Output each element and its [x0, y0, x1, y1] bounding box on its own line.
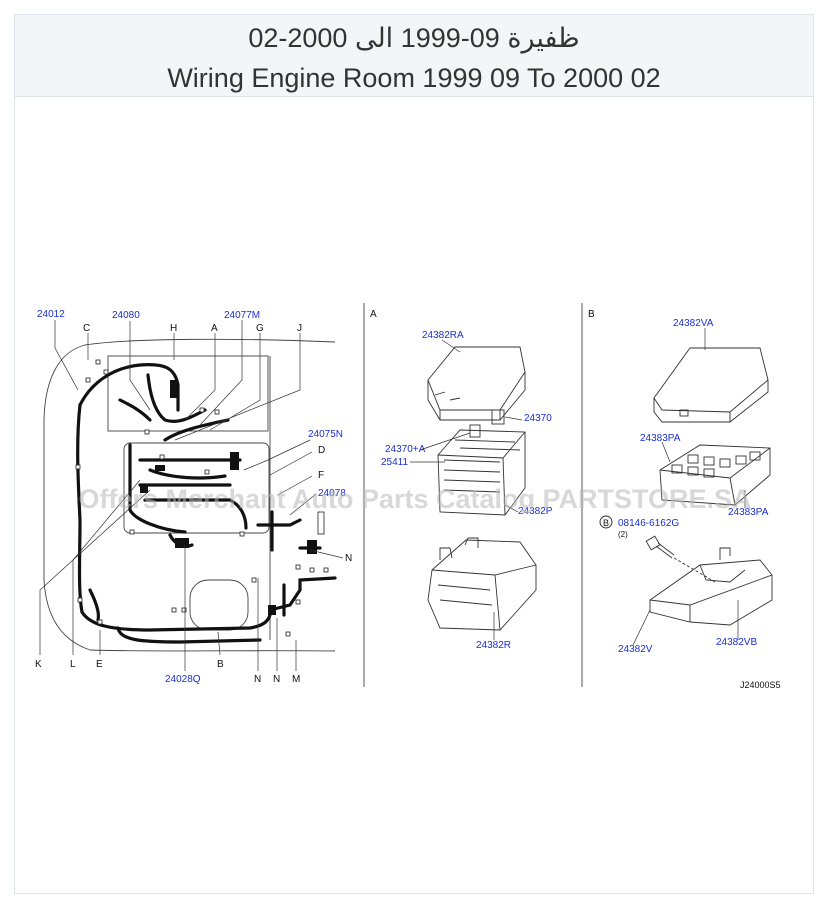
fuse-box-a-bracket: [427, 537, 537, 631]
label-24078: 24078: [318, 488, 346, 499]
label-24382va: 24382VA: [673, 318, 714, 329]
letter-d: D: [318, 445, 325, 456]
label-24382vb: 24382VB: [716, 637, 757, 648]
letter-a: A: [211, 323, 218, 334]
label-24382r: 24382R: [476, 640, 511, 651]
label-25411: 25411: [381, 457, 409, 468]
relay-box-b-labels: 24382VA 24383PA 24383PA 08146-6162G (2) …: [618, 318, 769, 655]
letter-h: H: [170, 323, 177, 334]
letter-m: M: [292, 674, 300, 685]
label-24370a: 24370+A: [385, 444, 426, 455]
harness-labels: 24012 24080 24077M 24075N 24078 24028Q C…: [35, 309, 352, 685]
label-24382v: 24382V: [618, 644, 653, 655]
fuse-box-a-relay: [469, 409, 505, 438]
connector-pins: [75, 359, 329, 637]
diagram-code: J24000S5: [740, 680, 781, 690]
label-08146-6162g: 08146-6162G: [618, 518, 679, 529]
section-a-letter: A: [370, 309, 377, 320]
label-24012: 24012: [37, 309, 65, 320]
letter-j: J: [297, 323, 302, 334]
letter-b: B: [217, 659, 224, 670]
leader-lines-b: [632, 328, 746, 646]
title-english: Wiring Engine Room 1999 09 To 2000 02: [167, 63, 661, 93]
relay-box-b-bracket: [649, 547, 773, 626]
label-24383pa-top: 24383PA: [640, 433, 681, 444]
page-header: ظفيرة 09-1999 الى 2000-02 Wiring Engine …: [15, 15, 813, 97]
section-b-letter: B: [588, 309, 595, 320]
leader-lines-harness: [39, 320, 344, 671]
letter-n-2: N: [273, 674, 280, 685]
fuse-box-a-labels: 24382RA 24370 24370+A 25411 24382P 24382…: [381, 330, 553, 651]
fuse-box-a-body: [437, 429, 526, 516]
relay-box-b-cover: [653, 347, 769, 423]
letter-n-right: N: [345, 553, 352, 564]
label-24382p: 24382P: [518, 506, 553, 517]
label-24080: 24080: [112, 310, 140, 321]
letter-k: K: [35, 659, 42, 670]
connector-blocks: [140, 380, 317, 615]
diagram-card: ظفيرة 09-1999 الى 2000-02 Wiring Engine …: [14, 14, 814, 894]
label-qty-2: (2): [618, 530, 628, 539]
relay-box-b-block: [659, 444, 771, 506]
watermark-text: Offers Merchant Auto Parts Catalog PARTS…: [78, 484, 751, 514]
harness-wires: [76, 362, 337, 644]
label-24382ra: 24382RA: [422, 330, 464, 341]
letter-l: L: [70, 659, 76, 670]
label-24383pa-bottom: 24383PA: [728, 507, 769, 518]
letter-e: E: [96, 659, 103, 670]
bolt-marker-b: B: [603, 518, 609, 528]
label-24370: 24370: [524, 413, 552, 424]
letter-g: G: [256, 323, 264, 334]
leader-lines-a: [410, 339, 523, 640]
title-arabic: ظفيرة 09-1999 الى 2000-02: [248, 23, 580, 53]
bolt-marker-circle: [599, 515, 613, 529]
label-24077m: 24077M: [224, 310, 260, 321]
bolt-08146: [645, 535, 716, 583]
label-24028q: 24028Q: [165, 674, 201, 685]
letter-f: F: [318, 470, 324, 481]
letter-c: C: [83, 323, 90, 334]
label-24075n: 24075N: [308, 429, 343, 440]
fuse-box-a-cover: [427, 346, 526, 421]
letter-n-1: N: [254, 674, 261, 685]
